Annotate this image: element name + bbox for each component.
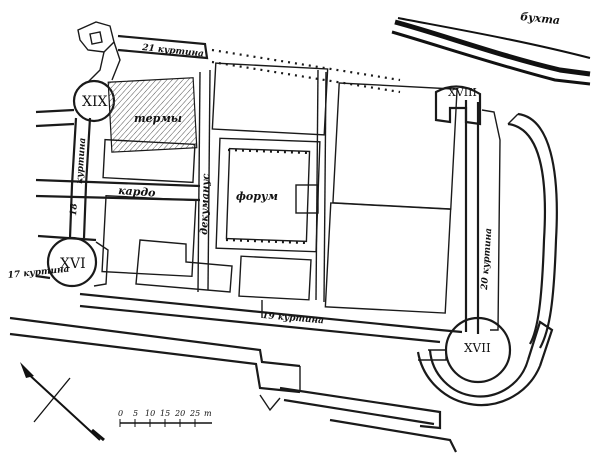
label-tower-xvii: XVII [464, 341, 491, 355]
wall-19-curtain [79, 292, 463, 344]
label-bay: бухта [520, 10, 561, 27]
south-building [135, 239, 233, 293]
lower-outer-wall [9, 316, 457, 453]
label-therms: термы [134, 112, 182, 125]
forum-complex [215, 137, 321, 253]
scale-tick-10: 10 [145, 409, 155, 418]
scale-tick-25: 25 [189, 409, 200, 418]
nw-gate-structure [77, 21, 121, 83]
tower-xviii [434, 85, 482, 126]
east-outer-arc [507, 112, 558, 349]
scale-tick-20: 20 [174, 409, 185, 418]
scale-tick-15: 15 [160, 409, 170, 418]
scale-ticks: 0 5 10 15 20 25 m [118, 409, 212, 418]
wall-21-curtain [117, 34, 401, 94]
scale-bar [119, 419, 212, 427]
label-forum: форум [236, 190, 278, 203]
scale-tick-0: 0 [118, 409, 123, 418]
north-arrow-icon [20, 362, 105, 442]
label-street-20: 20 куртина [480, 228, 494, 292]
label-street-21: 21 куртина [141, 43, 205, 60]
city-blocks [101, 62, 458, 314]
bay-coastline [391, 17, 591, 86]
label-dekumanus: декуманус [199, 173, 212, 235]
tower-xvi [35, 234, 109, 288]
label-kardo: кардо [118, 184, 156, 200]
scale-tick-unit: m [204, 409, 212, 418]
therms-building [107, 77, 198, 153]
scale-tick-5: 5 [133, 409, 138, 418]
wall-20-curtain [464, 100, 501, 334]
label-street-18: 18 [69, 202, 80, 216]
label-tower-xviii: XVIII [448, 86, 477, 99]
dekumanus-street [197, 69, 211, 293]
tower-xvii [416, 316, 554, 407]
label-tower-xix: XIX [82, 94, 107, 110]
label-tower-xvi: XVI [60, 256, 86, 272]
label-street-vertical: куртина [75, 137, 88, 184]
west-wall [35, 108, 92, 239]
